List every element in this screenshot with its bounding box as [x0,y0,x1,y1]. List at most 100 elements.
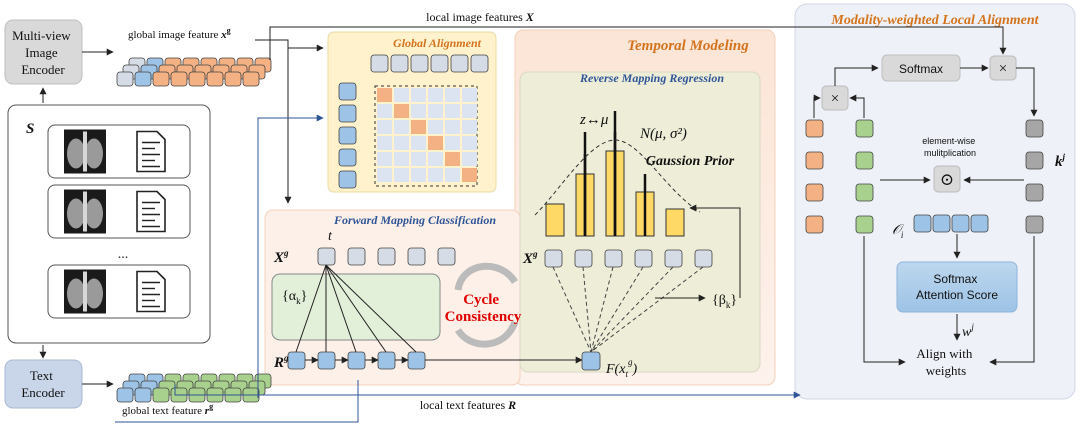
temporal-modeling-title: Temporal Modeling [627,38,749,54]
beta-label: {βk} [712,293,737,310]
study-label: S [26,121,34,137]
elementwise-label: element-wise mulitplication [922,136,978,158]
alpha-box [271,273,441,341]
forward-text-token [377,351,396,370]
times-symbol-left: × [831,91,839,107]
ga-text-token [338,170,357,189]
image-to-times [813,94,821,118]
ga-matrix-cell [411,168,426,182]
ga-image-token [410,54,429,73]
forward-rg-label: Rg [273,353,289,371]
text-feature-cell [116,387,134,403]
local-image-features-line [269,26,1007,60]
xray-lung-left [67,278,85,309]
o-token [951,214,970,233]
ga-matrix-cell [445,152,460,166]
reverse-image-token [574,249,593,268]
image-encoder-label: Multi-view Image Encoder [12,28,74,77]
ga-matrix-cell [462,104,477,118]
image-feature-cell [134,71,152,87]
xray-spine [83,191,87,232]
ga-matrix-cell [394,168,409,182]
ga-matrix-cell [445,120,460,134]
ga-matrix-cell [445,136,460,150]
reverse-dashed-connection [590,266,644,353]
global-alignment-matrix [338,54,489,189]
ga-matrix-cell [394,88,409,102]
global-alignment-title: Global Alignment [393,36,482,50]
cycle-arrow-bottom [455,320,519,348]
ga-matrix-cell [377,120,392,134]
forward-text-token [347,351,366,370]
o-token [913,214,932,233]
local-alignment-title: Modality-weighted Local Alignment [830,13,1039,28]
global-image-to-alignment [255,39,324,52]
xray-lung-right [85,198,103,229]
image-feature-stack [116,57,272,87]
local-key-token [1025,215,1044,234]
reverse-image-token [604,249,623,268]
local-text-token [855,119,874,138]
forward-image-token [317,247,336,266]
key-to-align [989,236,1035,366]
global-text-to-alignment [115,380,359,423]
ga-matrix-cell [462,120,477,134]
reverse-image-token [544,249,563,268]
forward-t-label: t [328,229,333,244]
text-encoder-label: Text Encoder [21,368,65,400]
odot-symbol: ⊙ [940,170,954,189]
softmax-label: Softmax [899,62,943,76]
ga-image-token [430,54,449,73]
f-xtg-label: F(xtg) [605,357,637,379]
forward-mapping-title: Forward Mapping Classification [333,213,496,227]
reverse-dashed-connection [590,266,674,353]
ellipsis: ... [118,247,129,262]
ga-matrix-cell [394,152,409,166]
reverse-image-token [634,249,653,268]
text-feature-cell [134,387,152,403]
local-image-token [805,119,824,138]
f-output-token [581,351,601,371]
ga-matrix-cell [377,168,392,182]
ga-matrix-cell [462,88,477,102]
global-text-feature-label: global text feature rg [122,402,213,417]
reverse-dashed-connection [582,266,592,353]
image-feature-cell [224,71,242,87]
local-image-features-label: local image features X [426,10,535,24]
ga-matrix-cell [411,88,426,102]
forward-connection [295,264,327,353]
local-alignment-graph: ××⊙ [805,55,1044,366]
report-icon [136,190,166,233]
image-feature-cell [152,71,170,87]
ga-matrix-cell [462,152,477,166]
local-image-token [805,151,824,170]
ga-matrix-cell [411,120,426,134]
text-feature-cell [152,387,170,403]
reverse-dashed-connection [552,266,592,353]
ga-matrix-cell [445,168,460,182]
forward-text-token [407,351,426,370]
reverse-dashed-connection [590,266,704,353]
global-image-feature-label: global image feature xg [128,26,231,41]
xray-lung-right [85,278,103,309]
image-feature-cell [206,71,224,87]
local-key-token [1025,119,1044,138]
local-key-token [1025,183,1044,202]
local-image-token [805,215,824,234]
local-image-token [805,183,824,202]
cycle-consistency-label: Cycle Consistency [445,292,522,325]
local-text-token [855,183,874,202]
ga-matrix-cell [428,120,443,134]
ga-matrix-cell [411,104,426,118]
xray-lung-left [67,198,85,229]
normal-distribution-label: N(μ, σ²) [639,126,687,142]
forward-mapping-nodes [287,247,583,370]
ga-text-token [338,104,357,123]
gaussian-curve [534,139,701,216]
o-token [932,214,951,233]
forward-connection [325,264,357,353]
forward-image-token [437,247,456,266]
ga-matrix-cell [428,168,443,182]
ga-matrix-cell [445,104,460,118]
image-feature-cell [188,71,206,87]
